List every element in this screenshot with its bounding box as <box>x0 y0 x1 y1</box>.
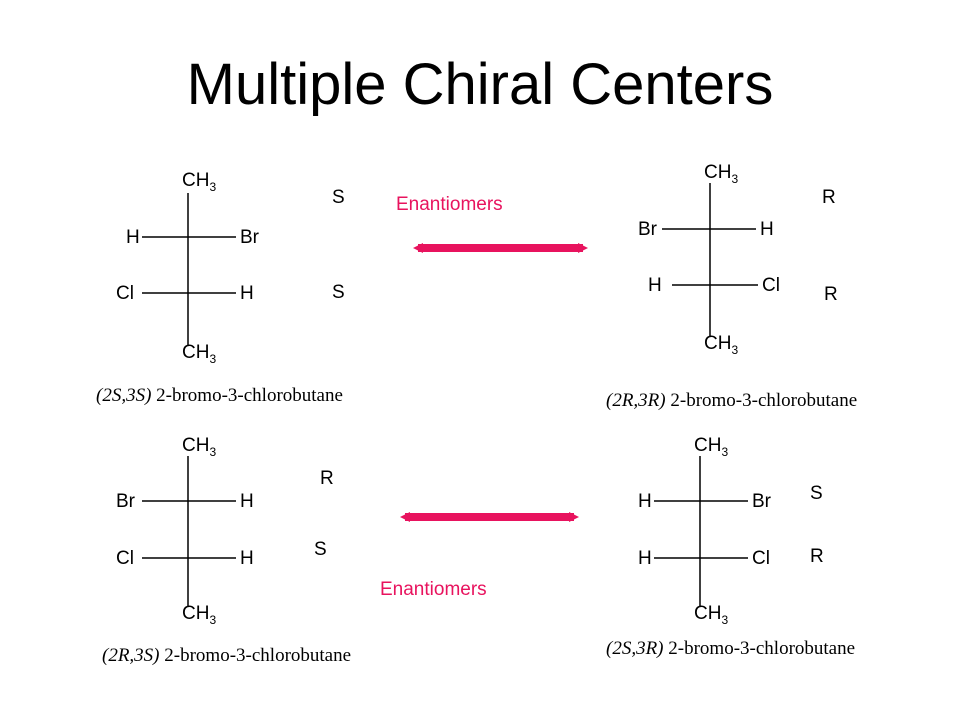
molecule-4-bonds <box>654 456 748 606</box>
m1-c3-left: Cl <box>116 283 134 304</box>
m4-config-c3: R <box>810 546 824 567</box>
m1-config-c3: S <box>332 282 345 303</box>
m3-c3-right: H <box>240 548 254 569</box>
m2-c2-right: H <box>760 219 774 240</box>
m3-top-group: CH3 <box>182 435 217 459</box>
enantiomers-label-top: Enantiomers <box>396 194 503 215</box>
m4-config-c2: S <box>810 483 823 504</box>
m2-bottom-group: CH3 <box>704 333 739 357</box>
m3-caption: (2R,3S) 2-bromo-3-chlorobutane <box>102 645 352 666</box>
m2-caption: (2R,3R) 2-bromo-3-chlorobutane <box>606 390 858 411</box>
m4-bottom-group: CH3 <box>694 603 729 627</box>
molecule-2-bonds <box>662 183 758 336</box>
m3-config-c2: R <box>320 468 334 489</box>
m2-config-c2: R <box>822 187 836 208</box>
m1-c3-right: H <box>240 283 254 304</box>
m1-c2-left: H <box>126 227 140 248</box>
m3-bottom-group: CH3 <box>182 603 217 627</box>
m4-top-group: CH3 <box>694 435 729 459</box>
m4-c2-right: Br <box>752 491 771 512</box>
m1-bottom-group: CH3 <box>182 342 217 366</box>
m4-caption: (2S,3R) 2-bromo-3-chlorobutane <box>606 638 856 659</box>
m1-top-group: CH3 <box>182 170 217 194</box>
m2-top-group: CH3 <box>704 162 739 186</box>
enantiomers-label-bottom: Enantiomers <box>380 579 487 600</box>
m3-config-c3: S <box>314 539 327 560</box>
m4-c2-left: H <box>638 491 652 512</box>
m2-c3-right: Cl <box>762 275 780 296</box>
m3-c2-right: H <box>240 491 254 512</box>
m1-caption: (2S,3S) 2-bromo-3-chlorobutane <box>96 385 343 406</box>
m1-config-c2: S <box>332 187 345 208</box>
m4-c3-right: Cl <box>752 548 770 569</box>
m3-c2-left: Br <box>116 491 135 512</box>
m4-c3-left: H <box>638 548 652 569</box>
m1-c2-right: Br <box>240 227 259 248</box>
m2-c3-left: H <box>648 275 662 296</box>
slide-title: Multiple Chiral Centers <box>186 52 774 117</box>
molecule-3-bonds <box>142 456 236 606</box>
molecule-1-bonds <box>142 193 236 345</box>
m3-c3-left: Cl <box>116 548 134 569</box>
m2-c2-left: Br <box>638 219 657 240</box>
m2-config-c3: R <box>824 284 838 305</box>
